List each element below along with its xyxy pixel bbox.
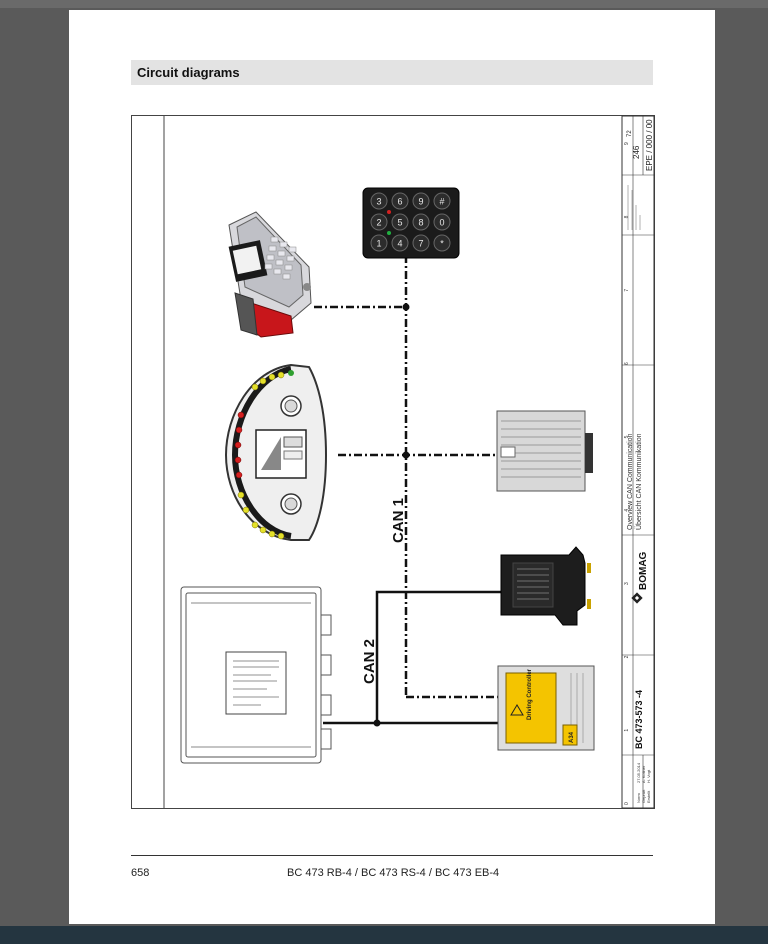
revision-label-3: Norm [636, 793, 641, 803]
instrument-cluster [224, 363, 328, 541]
revision-name-1: H. Vogt [646, 769, 651, 783]
can1-label: CAN 1 [390, 498, 407, 543]
main-controller-outline [180, 586, 332, 764]
sheet-total: 72 [627, 130, 633, 137]
revision-label-1: Erstellt [646, 790, 651, 803]
model-designation: BC 473-573 -4 [634, 690, 644, 749]
driving-controller-a34: Driving Controller A34 [497, 665, 595, 751]
keypad-key-label: 3 [376, 197, 381, 207]
keypad-key [433, 213, 451, 231]
column-number: 4 [624, 509, 630, 512]
keypad-key [391, 213, 409, 231]
sheet-number: 246 [632, 145, 641, 159]
keypad-module: 3 6 9 #2 5 8 0 1 4 7 * [362, 187, 460, 259]
column-number: 2 [624, 655, 630, 658]
keypad-key [370, 234, 388, 252]
keypad-key [370, 192, 388, 210]
keypad-key-label: 7 [418, 239, 423, 249]
keypad-key [433, 192, 451, 210]
keypad-key-label: 4 [397, 239, 402, 249]
section-title: Circuit diagrams [137, 65, 240, 80]
footer-model-list: BC 473 RB-4 / BC 473 RS-4 / BC 473 EB-4 [287, 867, 500, 879]
keypad-key-label: 0 [439, 218, 444, 228]
keypad-key [391, 234, 409, 252]
bomag-logo: BOMAG [631, 551, 649, 604]
drawing-number: EPE / 000 / 00 [645, 119, 654, 171]
revision-name-2: A. Köllner [641, 765, 646, 783]
viewer-bottom-bar [0, 926, 768, 944]
footer-rule [131, 855, 653, 856]
brand-name: BOMAG [638, 551, 649, 590]
column-number: 3 [624, 582, 630, 585]
keypad-key [412, 213, 430, 231]
driving-controller-id: A34 [569, 731, 575, 743]
title-english: Overview CAN Communication [627, 433, 634, 530]
ecu-heatsink-module [496, 410, 593, 492]
keypad-key [412, 192, 430, 210]
driving-controller-label: Driving Controller [527, 668, 533, 720]
black-control-module [500, 546, 591, 626]
keypad-key-label: * [440, 239, 444, 249]
keypad-key-label: 1 [376, 239, 381, 249]
column-number: 9 [624, 142, 630, 145]
can1-bus-lines [314, 255, 500, 699]
title-block: 0 1 2 3 4 5 6 7 8 9 Erstellt Geprüft Norm H. Vogt… [621, 115, 655, 809]
keypad-led-red [387, 210, 391, 214]
viewer-top-bar [0, 0, 768, 8]
keypad-key-label: 6 [397, 197, 402, 207]
keypad-key-label: # [439, 197, 444, 207]
keypad-key-label: 2 [376, 218, 381, 228]
column-number: 0 [624, 802, 630, 805]
column-number: 8 [624, 215, 630, 218]
drawing-info-lines [627, 185, 641, 230]
keypad-led-green [387, 231, 391, 235]
bus-junctions [373, 303, 410, 727]
page-number: 658 [131, 867, 150, 879]
document-page: Circuit diagrams 0 1 2 3 4 5 6 7 8 9 Erstellt [69, 10, 715, 924]
keypad-key-label: 8 [418, 218, 423, 228]
circuit-diagram: 0 1 2 3 4 5 6 7 8 9 Erstellt Geprüft Norm H. Vogt… [131, 115, 656, 810]
column-number: 1 [624, 729, 630, 732]
keypad-key [391, 192, 409, 210]
keypad-key-label: 9 [418, 197, 423, 207]
operating-terminal [228, 211, 312, 338]
revision-label-2: Geprüft [641, 789, 646, 803]
keypad-key [370, 213, 388, 231]
column-number: 7 [624, 289, 630, 292]
keypad-key-label: 5 [397, 218, 402, 228]
can2-label: CAN 2 [361, 639, 378, 684]
can2-bus-lines [323, 590, 501, 725]
section-header: Circuit diagrams [131, 60, 653, 85]
column-number: 6 [624, 362, 630, 365]
title-german: Übersicht CAN Kommunikation [635, 433, 643, 530]
keypad-key [412, 234, 430, 252]
revision-date-1: 27.05.2014 [636, 762, 641, 783]
column-number: 5 [624, 435, 630, 438]
keypad-key [433, 234, 451, 252]
